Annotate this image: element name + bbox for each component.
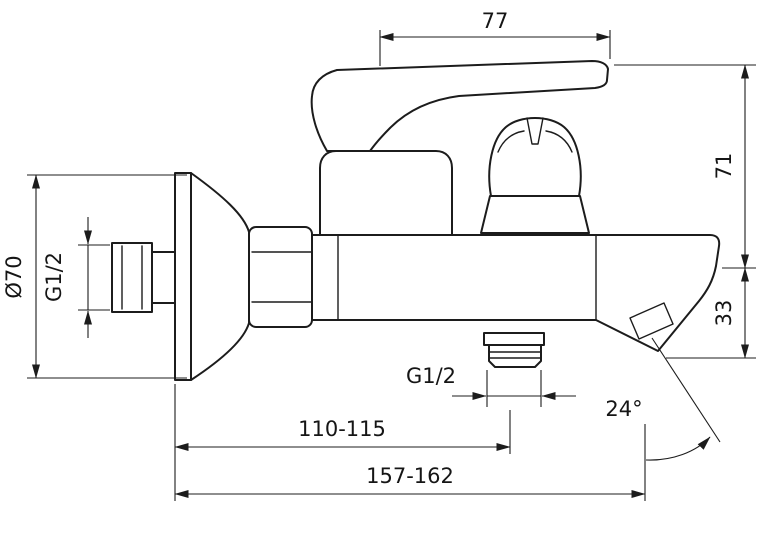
outlet-collar [483,332,545,346]
dim-height-spout-label: 33 [712,300,736,327]
wall-flange-cone [190,172,250,381]
lever-handle [310,60,609,152]
hex-nut [248,226,313,328]
diverter-base [480,195,590,234]
dimension-annotations: 77 71 33 Ø70 [2,9,756,501]
cartridge-housing [319,150,453,236]
dim-outlet-thread-label: G1/2 [406,364,456,388]
dim-height-upper-label: 71 [712,153,736,180]
dim-spout-angle-label: 24° [605,397,642,421]
diverter-grip-line [545,130,573,153]
diverter-grip-line [497,130,525,153]
dim-inlet-thread: G1/2 [42,217,110,338]
dim-depth-outer: 157-162 [174,424,646,501]
dim-flange-diameter-label: Ø70 [2,255,26,298]
dim-lever-length: 77 [379,9,611,66]
faucet-outline [111,60,721,381]
dim-spout-angle: 24° [605,337,721,461]
dim-inlet-thread-label: G1/2 [42,252,66,302]
dim-lever-length-label: 77 [482,9,509,33]
dim-outlet-thread: G1/2 [406,364,576,407]
dim-depth-inner-label: 110-115 [298,417,386,441]
dim-depth-inner: 110-115 [174,384,511,501]
inlet-neck [151,251,177,304]
wall-flange-plate [174,172,192,381]
dim-depth-outer-label: 157-162 [366,464,454,488]
outlet-thread [488,344,542,368]
diverter-notch [526,117,544,145]
dim-height-spout: 33 [666,267,756,359]
dim-height-upper: 71 [614,64,756,269]
inlet-thread [111,242,153,313]
diverter-knob [488,117,582,197]
dim-flange-diameter: Ø70 [2,174,187,379]
spout-aerator [629,302,674,340]
mixer-body [311,234,721,352]
